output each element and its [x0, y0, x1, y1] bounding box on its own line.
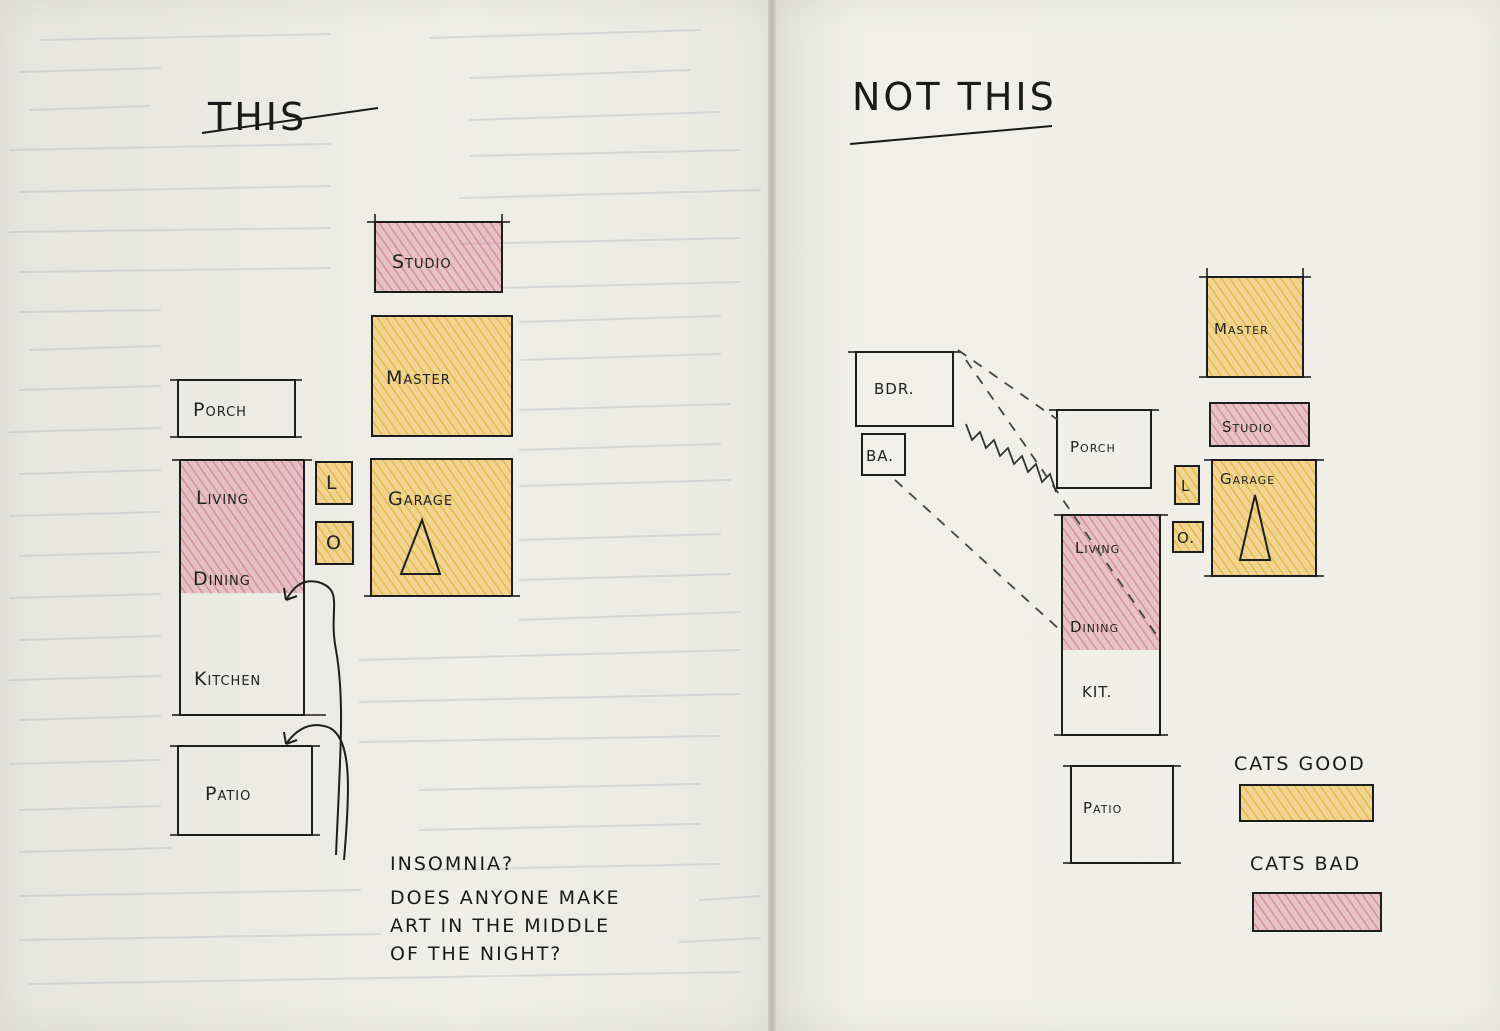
dash-bdr-porch-top [957, 349, 1059, 421]
zigzag-path [965, 423, 1057, 493]
garage-right-door-triangle [1238, 494, 1272, 561]
room-living-label: Living [196, 487, 249, 509]
room-garage-right: Garage [1211, 459, 1317, 577]
right-heading-underline [849, 125, 1053, 145]
room-garage-label: Garage [388, 488, 453, 510]
room-master-right-label: Master [1214, 320, 1269, 338]
room-o-right-label: O. [1177, 529, 1195, 547]
room-living-dining-kitchen: Living Dining Kitchen [179, 459, 305, 716]
room-ba-label: BA. [866, 447, 894, 465]
room-porch-label: Porch [193, 399, 247, 421]
right-sketch: NOT THIS Master BDR. BA. Porch Studio L [848, 75, 1382, 932]
room-living-right-label: Living [1075, 539, 1120, 557]
room-kit-right-label: KIT. [1082, 683, 1112, 701]
room-l-right: L [1174, 465, 1200, 505]
dash-ba-dining [894, 479, 1061, 631]
room-porch-right: Porch [1056, 409, 1152, 489]
legend-good-label: CATS GOOD [1234, 753, 1366, 775]
right-heading: NOT THIS [852, 75, 1057, 119]
room-o-right: O. [1172, 521, 1204, 553]
room-living-dining-kit-right: Living Dining KIT. [1061, 514, 1161, 736]
room-ba: BA. [861, 433, 906, 476]
room-patio: Patio [177, 745, 313, 836]
bleed-through-writing [9, 29, 761, 985]
room-l-right-label: L [1181, 477, 1190, 495]
insomnia-note: INSOMNIA? DOES ANYONE MAKE ART IN THE MI… [390, 853, 621, 965]
arrow-to-dining [285, 580, 343, 856]
legend: CATS GOOD CATS BAD [1234, 753, 1382, 932]
note-line-1: INSOMNIA? [390, 853, 514, 875]
room-o-label: O [326, 532, 342, 554]
room-o: O [315, 521, 354, 565]
note-line-2: DOES ANYONE MAKE [390, 887, 621, 909]
room-dining-right-label: Dining [1070, 618, 1119, 636]
room-bdr-label: BDR. [874, 380, 915, 398]
legend-good-swatch [1239, 784, 1374, 822]
note-line-3: ART IN THE MIDDLE [390, 915, 610, 937]
arrow-to-patio [285, 724, 350, 861]
room-master-right: Master [1206, 276, 1304, 378]
room-studio: Studio [374, 221, 503, 293]
room-studio-right-label: Studio [1222, 418, 1273, 436]
notebook-gutter [768, 0, 776, 1031]
left-heading-underline [201, 107, 379, 134]
corner-ticks-left [170, 214, 520, 836]
room-bdr: BDR. [855, 351, 954, 427]
corner-ticks-right [848, 268, 1324, 864]
garage-door-triangle [399, 517, 442, 575]
arrow-to-dining-head [283, 587, 298, 601]
room-garage: Garage [370, 458, 513, 597]
left-heading: THIS [207, 95, 307, 139]
room-studio-right: Studio [1209, 402, 1310, 447]
room-patio-right: Patio [1070, 765, 1174, 864]
room-kitchen-label: Kitchen [194, 668, 261, 690]
room-porch-right-label: Porch [1070, 438, 1116, 456]
legend-bad-swatch [1252, 892, 1382, 932]
room-master-label: Master [386, 367, 451, 389]
room-l: L [315, 461, 353, 505]
arrow-to-patio-head [283, 731, 298, 745]
room-studio-label: Studio [392, 251, 452, 273]
legend-bad-label: CATS BAD [1250, 853, 1361, 875]
room-patio-right-label: Patio [1083, 799, 1122, 817]
note-line-4: OF THE NIGHT? [390, 943, 562, 965]
room-master: Master [371, 315, 513, 437]
room-dining-label: Dining [193, 568, 251, 590]
room-porch: Porch [177, 379, 296, 438]
left-sketch: THIS Studio Master Porch Living Dining K… [170, 95, 621, 965]
room-patio-label: Patio [205, 783, 251, 805]
room-l-label: L [326, 472, 338, 494]
room-garage-right-label: Garage [1220, 470, 1275, 488]
